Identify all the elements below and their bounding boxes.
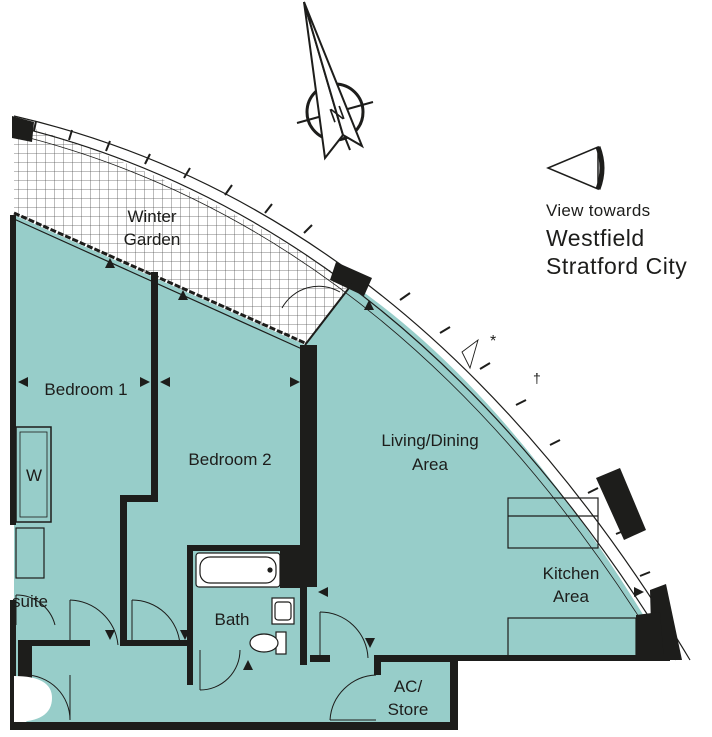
bedroom2-label: Bedroom 2 <box>188 450 271 469</box>
dimension-arrows <box>18 258 644 670</box>
store-label-2: Store <box>388 700 429 719</box>
winter-garden-door-swing <box>281 285 341 309</box>
curved-facade <box>13 115 691 661</box>
walls <box>10 215 670 730</box>
dagger-mark: † <box>533 370 541 386</box>
living-label-1: Living/Dining <box>381 431 478 450</box>
bath-fixtures <box>195 552 295 655</box>
view-towards-label: View towards <box>546 201 651 220</box>
winter-garden-label-1: Winter <box>127 207 176 226</box>
living-label-2: Area <box>412 455 448 474</box>
bath-label: Bath <box>215 610 250 629</box>
ensuite-wardrobe <box>15 527 45 579</box>
winter-garden-label-2: Garden <box>124 230 181 249</box>
wardrobe-label: W <box>26 466 42 485</box>
view-destination-line2: Stratford City <box>546 253 688 279</box>
opening-vent-icon <box>461 338 479 370</box>
kitchen-units <box>507 497 637 657</box>
asterisk-mark: * <box>490 333 496 350</box>
eye-view-icon <box>546 145 605 191</box>
bedroom1-label: Bedroom 1 <box>44 380 127 399</box>
compass-north-letter: N <box>327 102 348 128</box>
apartment-floor <box>14 215 670 728</box>
entrance-void <box>14 676 52 722</box>
compass-icon: N <box>296 1 374 161</box>
winter-garden-grid <box>14 122 352 345</box>
store-label-1: AC/ <box>394 677 423 696</box>
facade-mullions <box>33 120 651 577</box>
kitchen-label-2: Area <box>553 587 589 606</box>
kitchen-label-1: Kitchen <box>543 564 600 583</box>
view-destination-line1: Westfield <box>546 225 645 251</box>
door-swings <box>15 594 377 721</box>
wardrobe-unit <box>15 426 52 523</box>
ensuite-label: suite <box>12 592 48 611</box>
structural-columns <box>12 116 682 660</box>
